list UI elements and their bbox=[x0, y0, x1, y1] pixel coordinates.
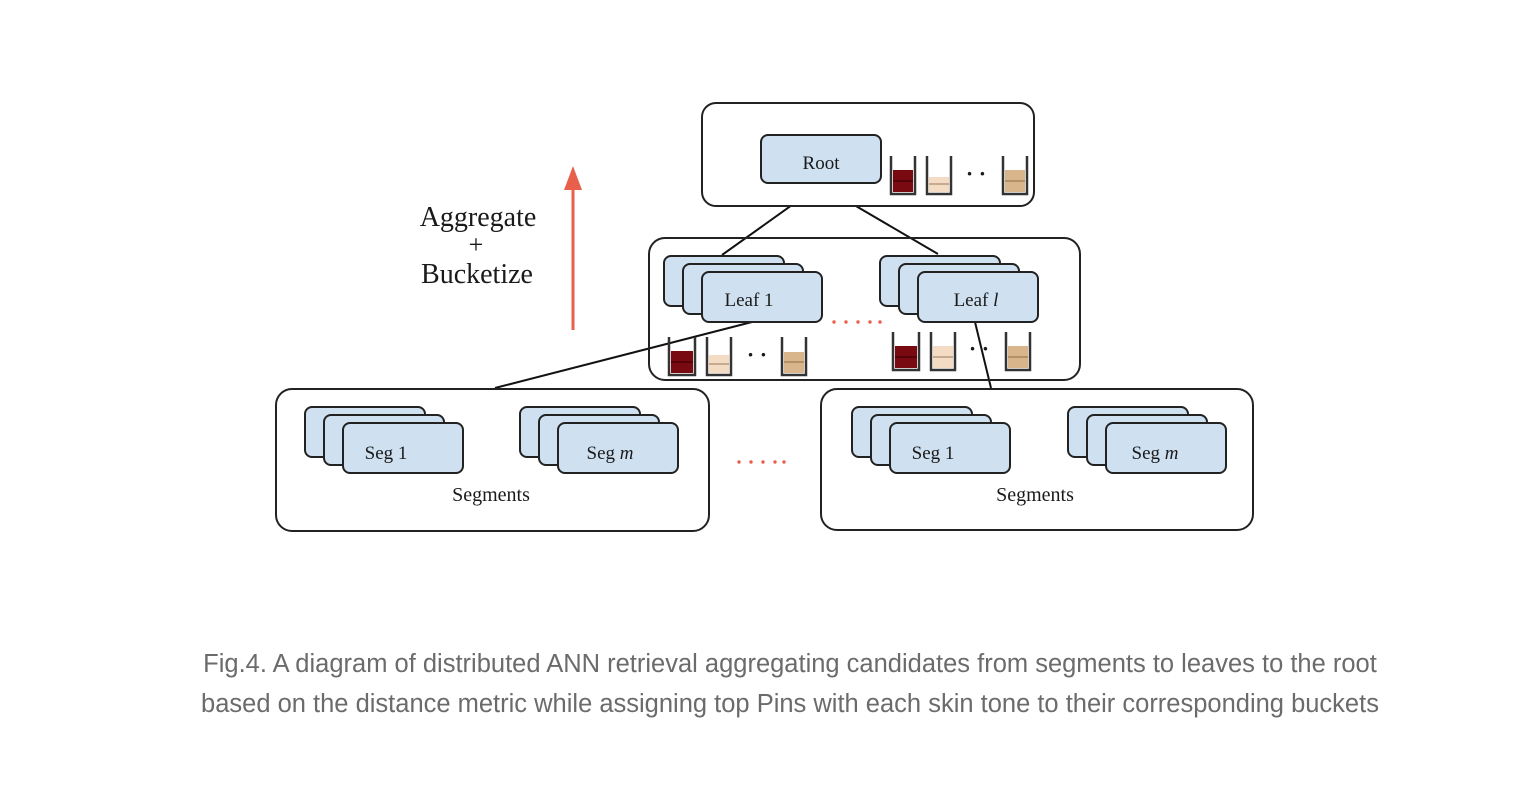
edge-leaf-l-segments-right bbox=[974, 321, 992, 389]
seg-m-label-right: Seg m bbox=[1132, 443, 1179, 464]
seg-1-label-left: Seg 1 bbox=[365, 443, 408, 464]
leaf-l-label: Leaf l bbox=[954, 290, 999, 311]
bucket-icon bbox=[667, 337, 697, 377]
bucket-icon bbox=[705, 337, 733, 377]
seg-m-label-left: Seg m bbox=[587, 443, 634, 464]
bucket-icon bbox=[925, 156, 953, 196]
bucket-icon bbox=[891, 332, 921, 372]
segment-1-stack-left: Seg 1 bbox=[304, 406, 464, 474]
seg-1-label-right: Seg 1 bbox=[912, 443, 955, 464]
segment-1-stack-right: Seg 1 bbox=[851, 406, 1011, 474]
caption-line-2: based on the distance metric while assig… bbox=[201, 690, 1379, 718]
segments-label-right: Segments bbox=[996, 484, 1074, 506]
leaf-1-label: Leaf 1 bbox=[724, 290, 773, 311]
bucket-icon bbox=[929, 332, 957, 372]
edge-leaf-1-segments-left bbox=[494, 321, 753, 389]
segments-label-left: Segments bbox=[452, 484, 530, 506]
bucket-icon bbox=[1004, 332, 1032, 372]
plus-text: + bbox=[469, 230, 484, 259]
leaf-l-bucket-ellipsis: · · bbox=[969, 336, 989, 361]
leaf-1-bucket-ellipsis: · · bbox=[747, 342, 767, 367]
root-buckets: · · bbox=[889, 156, 1029, 196]
leaves-container bbox=[648, 237, 1081, 381]
leaf-l-stack: Leaf l bbox=[879, 255, 1039, 323]
upward-arrow-icon bbox=[564, 166, 582, 330]
leaf-1-buckets: · · bbox=[667, 337, 808, 377]
root-node: Root bbox=[760, 134, 882, 184]
leaf-l-buckets: · · bbox=[891, 332, 1032, 372]
root-label: Root bbox=[803, 153, 841, 174]
segment-m-stack-left: Seg m bbox=[519, 406, 679, 474]
bucketize-text: Bucketize bbox=[421, 259, 533, 290]
segment-m-stack-right: Seg m bbox=[1067, 406, 1227, 474]
bucket-icon bbox=[780, 337, 808, 377]
ann-retrieval-diagram: Aggregate + Bucketize Root · · bbox=[275, 102, 1254, 532]
figure-caption: Fig.4. A diagram of distributed ANN retr… bbox=[100, 644, 1480, 724]
leaf-1-stack: Leaf 1 bbox=[663, 255, 823, 323]
aggregate-text: Aggregate bbox=[420, 202, 537, 233]
leaf-ellipsis-dots bbox=[832, 320, 882, 324]
aggregate-bucketize-label: Aggregate + Bucketize bbox=[420, 202, 537, 290]
bucket-icon bbox=[1001, 156, 1029, 196]
root-bucket-ellipsis: · · bbox=[966, 161, 986, 186]
caption-line-1: Fig.4. A diagram of distributed ANN retr… bbox=[203, 650, 1377, 678]
segment-ellipsis-dots bbox=[737, 460, 786, 464]
bucket-icon bbox=[889, 156, 917, 196]
